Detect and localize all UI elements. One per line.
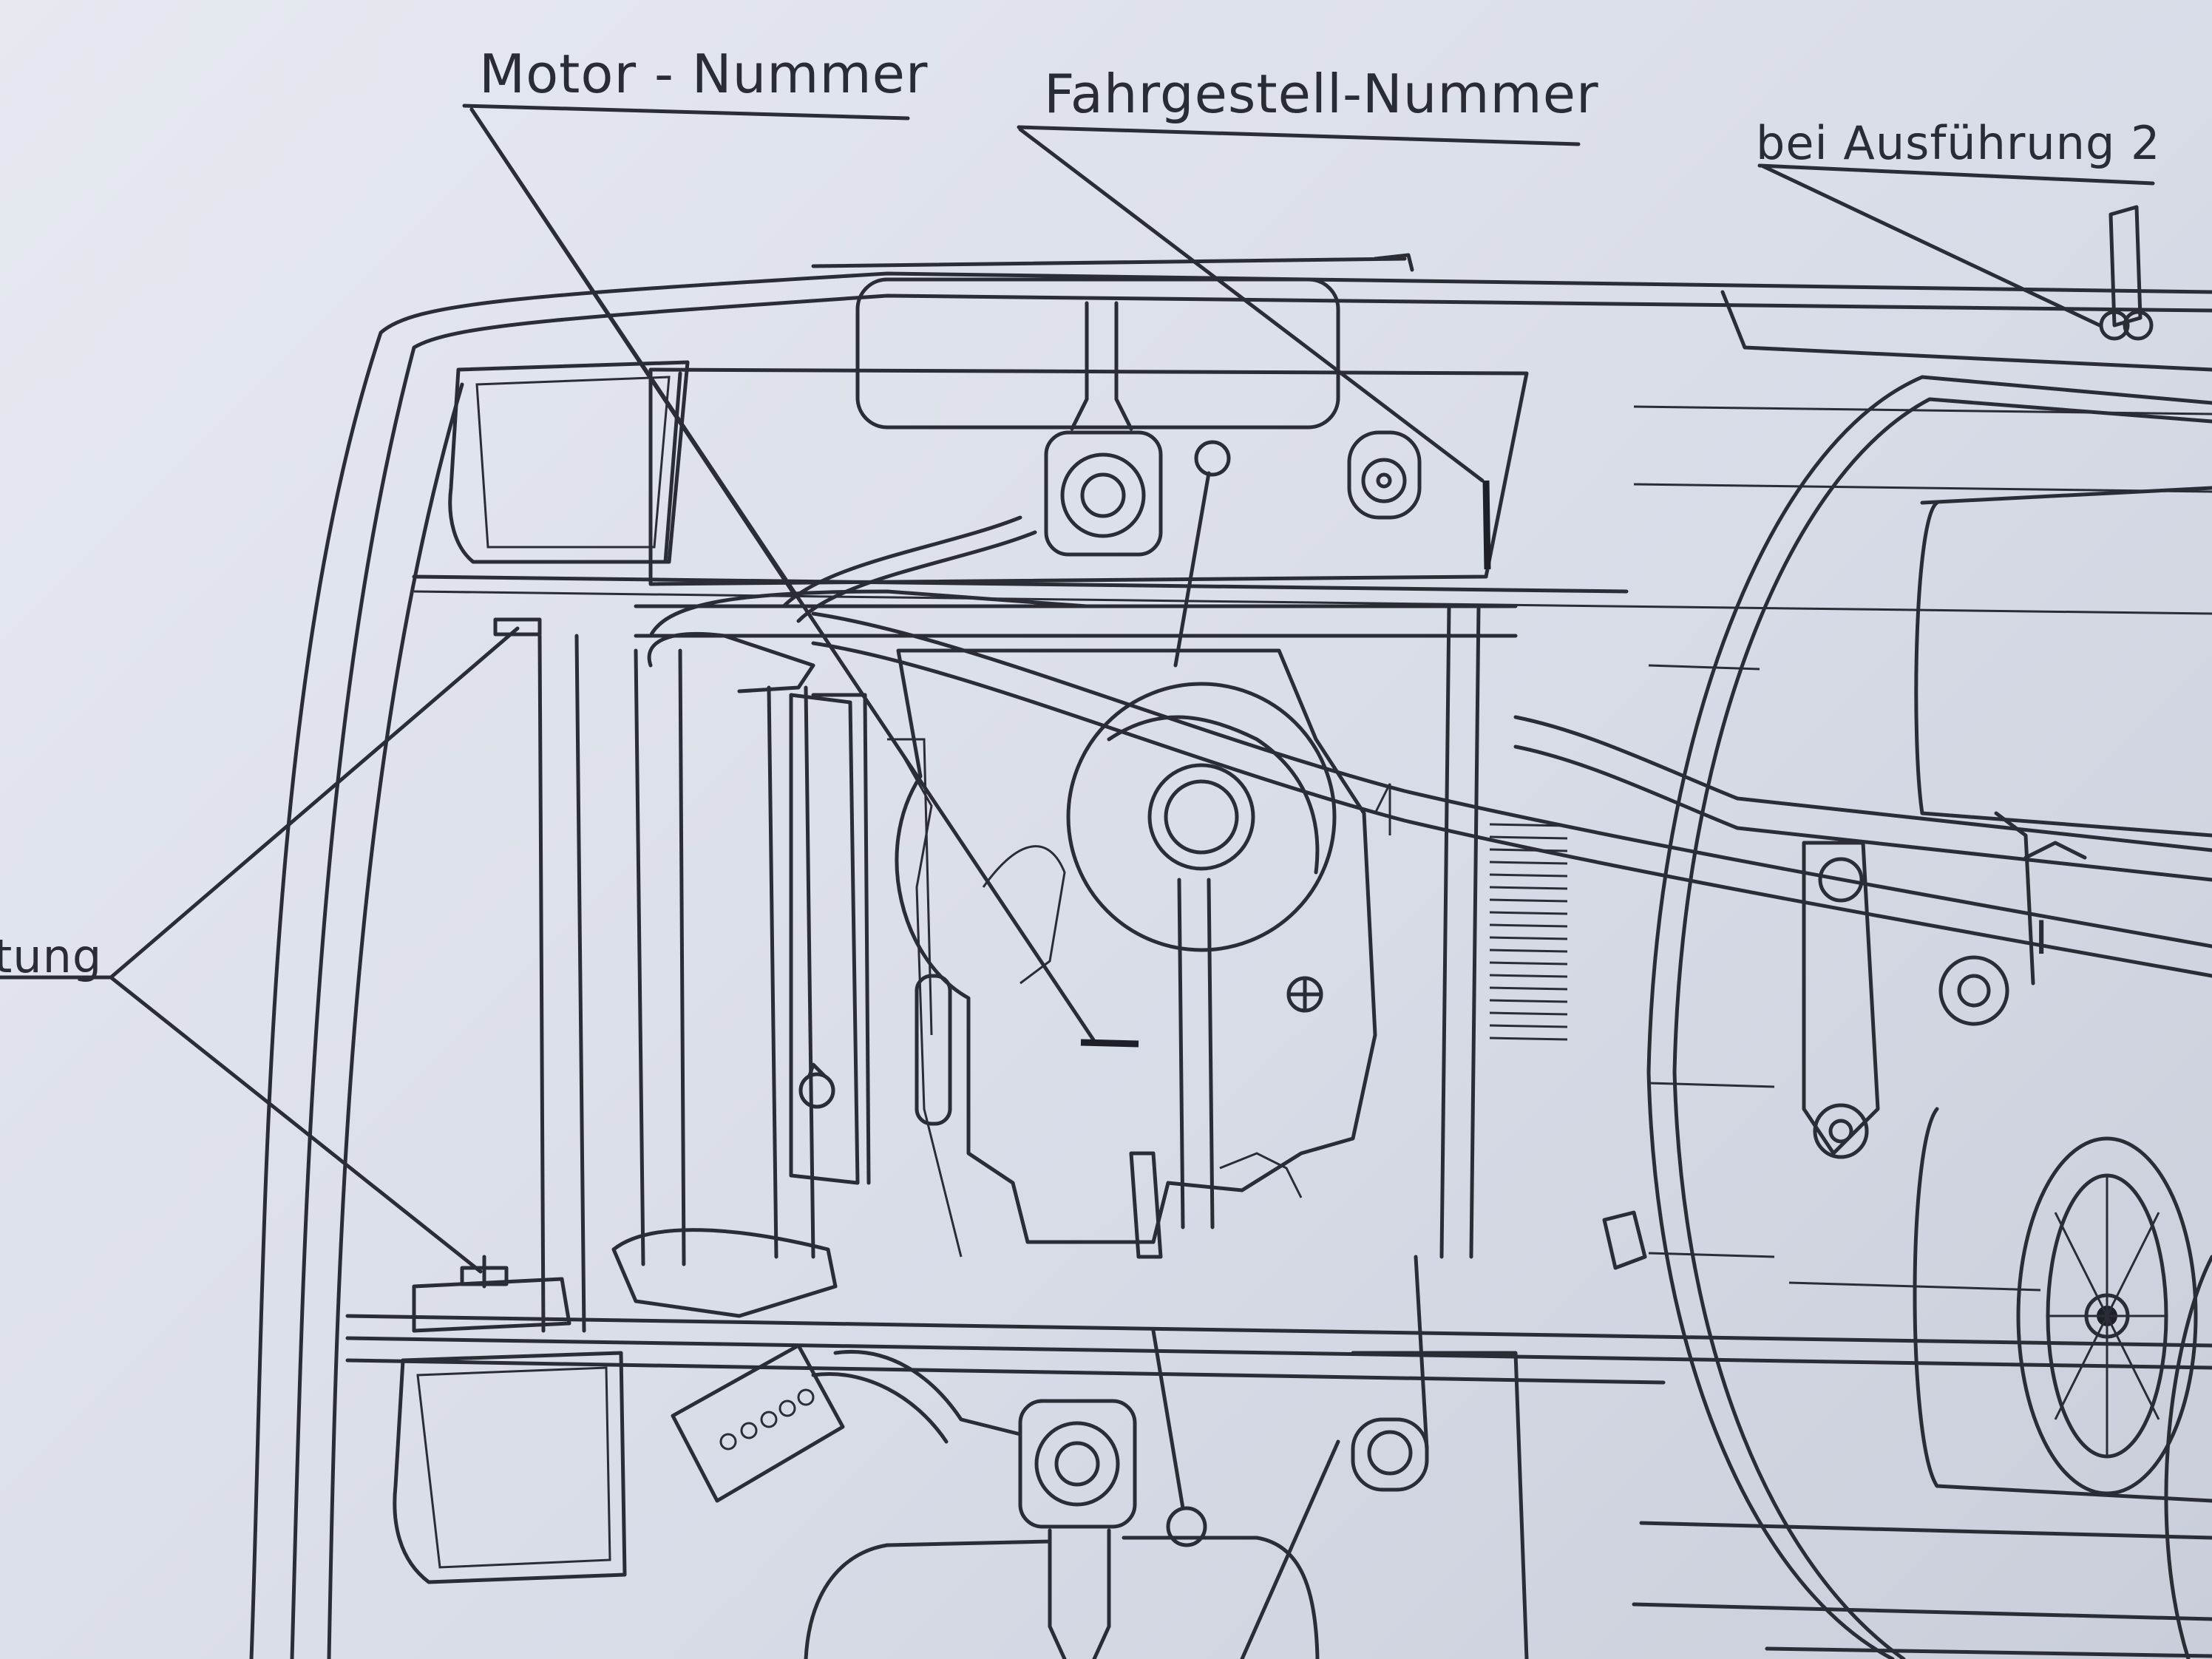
frame-rails [345, 604, 2212, 1385]
lower-structure [804, 1351, 2212, 1659]
cooling-fin [1489, 961, 1568, 966]
headlight-top [448, 360, 690, 564]
engine-block [895, 648, 1391, 1259]
front-hub-bottom [1018, 1329, 1207, 1659]
cooling-fins [1489, 823, 1568, 1041]
motor-nummer-label: Motor - Nummer [479, 43, 928, 105]
front-hub-top [1044, 301, 1231, 668]
fahrgestell-number-mark [1482, 480, 1491, 570]
cooling-fin [1489, 1011, 1568, 1016]
roman-one-label: I [2035, 911, 2049, 965]
cooling-fin [1489, 1037, 1568, 1041]
spare-wheel [2016, 1136, 2198, 1496]
drive-shaft [781, 515, 2212, 1444]
rear-suspension: I [1602, 486, 2212, 1503]
cooling-fin [1489, 861, 1568, 865]
cooling-fin [1489, 911, 1568, 915]
motor-nummer-underline [462, 104, 910, 121]
headlight-bottom [393, 1351, 627, 1584]
front-axle [412, 589, 1089, 1333]
front-bolts [460, 617, 542, 1289]
cooling-fin [1489, 999, 1568, 1003]
cooling-fin [1489, 886, 1568, 890]
ausfuehrung-lever [2099, 205, 2154, 341]
cooling-fin [1489, 936, 1568, 940]
hole-plate [671, 1343, 845, 1503]
cooling-fin [1489, 923, 1568, 928]
cooling-fin [1489, 1024, 1568, 1028]
bei-ausfuehrung-label: bei Ausführung 2 [1756, 116, 2160, 170]
cooling-fin [1489, 848, 1568, 852]
cooling-fin [1489, 898, 1568, 903]
cooling-fin [1489, 835, 1568, 840]
fahrgestell-nummer-label: Fahrgestell-Nummer [1044, 63, 1599, 125]
radiator-block [789, 693, 952, 1185]
fahrgestell-nummer-underline [1017, 125, 1581, 146]
upper-panel [412, 277, 2212, 615]
cooling-fin [1489, 974, 1568, 978]
cooling-fin [1489, 873, 1568, 878]
damper-top [1347, 430, 1422, 520]
chassis-guides [1633, 405, 2212, 1292]
cooling-fin [1489, 986, 1568, 991]
damper-bottom [1351, 1255, 1429, 1492]
tung-label: tung [0, 929, 102, 983]
leader-lines [109, 107, 2102, 1659]
cooling-fin [1489, 949, 1568, 953]
body-outline [249, 253, 2212, 1659]
bei-ausfuehrung-underline [1757, 163, 2155, 186]
